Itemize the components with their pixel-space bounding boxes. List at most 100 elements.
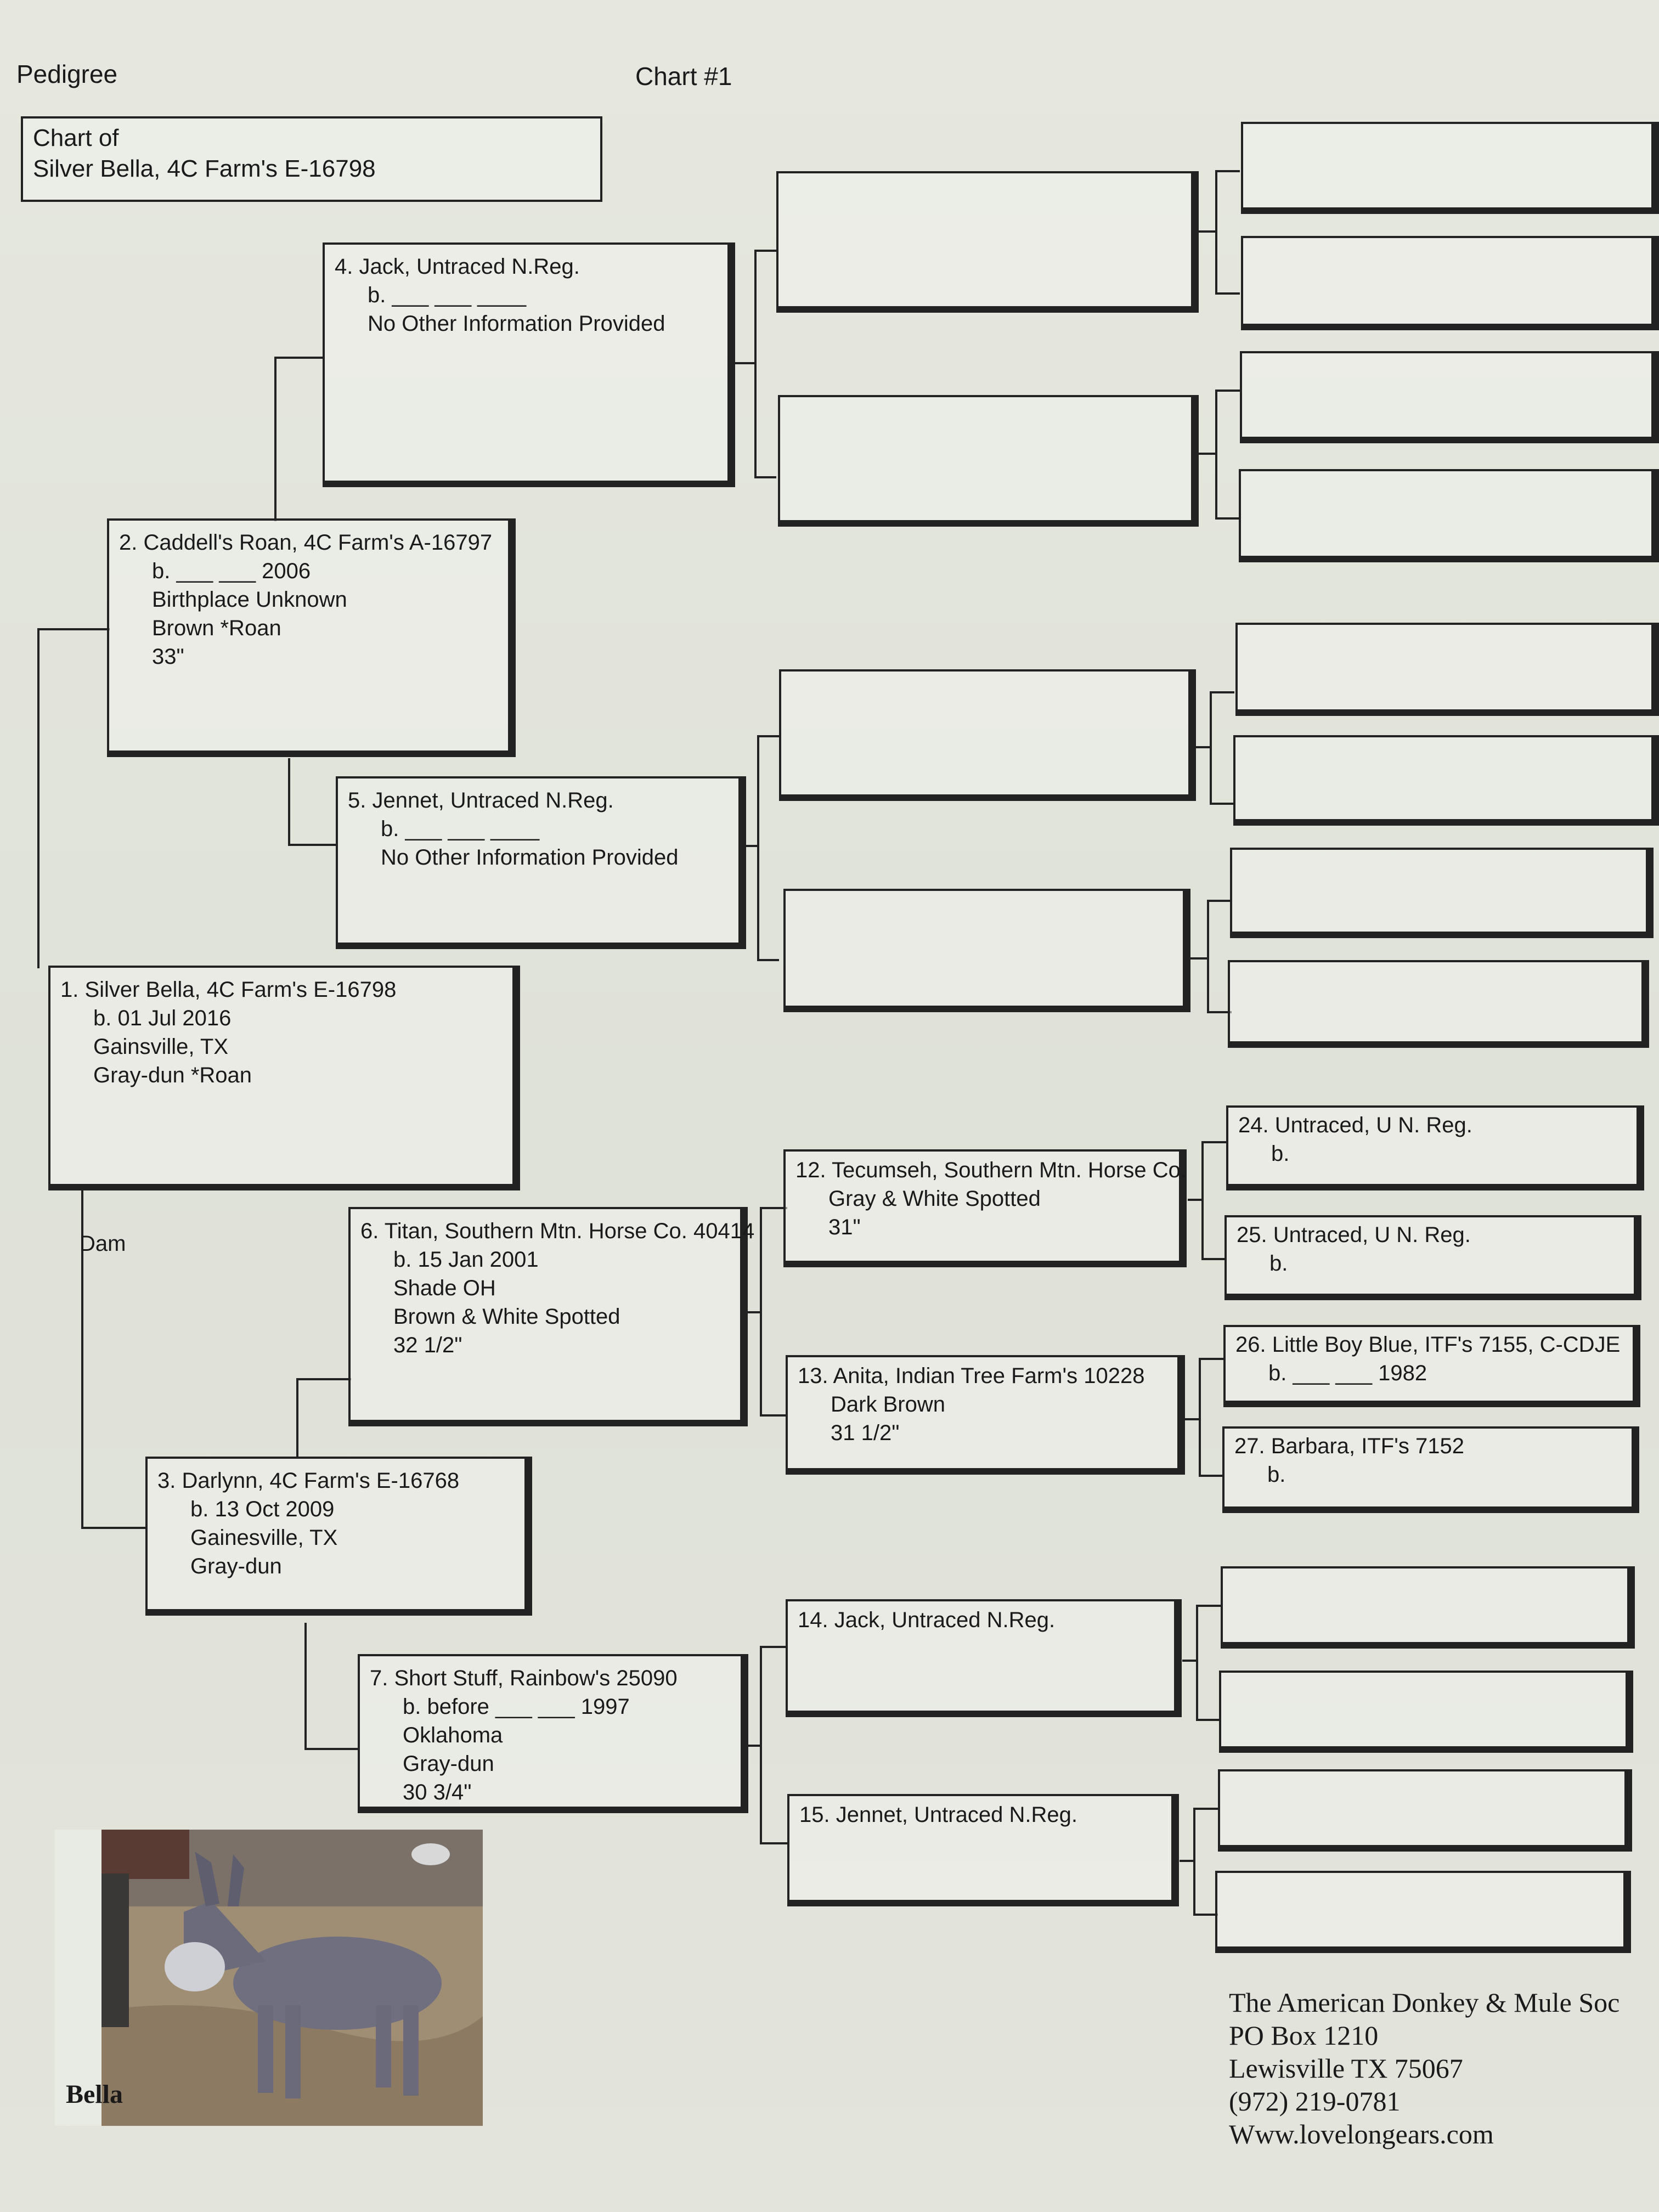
connector bbox=[1199, 1358, 1223, 1360]
donkey-illustration bbox=[101, 1830, 483, 2126]
dam-label: Dam bbox=[80, 1232, 126, 1256]
connector bbox=[1185, 1418, 1199, 1420]
entry-line: b. bbox=[1269, 1251, 1288, 1276]
connector bbox=[81, 1188, 83, 1528]
entry-line: b. before ___ ___ 1997 bbox=[403, 1695, 630, 1719]
chart-of-subject: Silver Bella, 4C Farm's E-16798 bbox=[33, 155, 376, 182]
chart-of-label: Chart of bbox=[33, 125, 119, 151]
pedigree-entry-1: 1. Silver Bella, 4C Farm's E-16798 b. 01… bbox=[48, 966, 520, 1190]
connector bbox=[757, 735, 779, 737]
pedigree-entry-29 bbox=[1219, 1671, 1633, 1753]
connector bbox=[37, 628, 40, 968]
connector bbox=[296, 1378, 298, 1458]
entry-line: Oklahoma bbox=[403, 1723, 503, 1747]
address-phone: (972) 219-0781 bbox=[1229, 2086, 1401, 2117]
connector bbox=[1193, 1808, 1195, 1915]
connector bbox=[1199, 1358, 1201, 1476]
connector bbox=[1215, 390, 1240, 392]
pedigree-entry-24: 24. Untraced, U N. Reg. b. bbox=[1226, 1105, 1644, 1190]
connector bbox=[1188, 1199, 1201, 1201]
connector bbox=[760, 1646, 787, 1648]
entry-line: b. bbox=[1271, 1142, 1290, 1166]
entry-name: 26. Little Boy Blue, ITF's 7155, C-CDJE bbox=[1235, 1333, 1621, 1357]
pedigree-entry-3: 3. Darlynn, 4C Farm's E-16768 b. 13 Oct … bbox=[145, 1457, 532, 1616]
connector bbox=[754, 250, 776, 252]
entry-name: 6. Titan, Southern Mtn. Horse Co. 40414 bbox=[360, 1219, 755, 1243]
connector bbox=[1210, 803, 1234, 805]
entry-line: b. ___ ___ ____ bbox=[368, 283, 527, 307]
pedigree-entry-11 bbox=[783, 889, 1190, 1012]
connector bbox=[757, 735, 759, 960]
connector bbox=[296, 1378, 351, 1380]
connector bbox=[1196, 1719, 1221, 1721]
connector bbox=[741, 1311, 760, 1313]
entry-line: 31" bbox=[828, 1215, 861, 1239]
entry-line: 32 1/2" bbox=[393, 1333, 462, 1357]
pedigree-entry-28 bbox=[1221, 1566, 1635, 1649]
entry-name: 1. Silver Bella, 4C Farm's E-16798 bbox=[60, 978, 397, 1002]
connector bbox=[741, 845, 757, 847]
entry-name: 12. Tecumseh, Southern Mtn. Horse Co. bbox=[795, 1158, 1187, 1182]
connector bbox=[274, 357, 276, 521]
entry-name: 3. Darlynn, 4C Farm's E-16768 bbox=[157, 1469, 460, 1493]
pedigree-entry-27: 27. Barbara, ITF's 7152 b. bbox=[1222, 1426, 1639, 1513]
entry-name: 27. Barbara, ITF's 7152 bbox=[1234, 1434, 1464, 1458]
entry-line: b. 13 Oct 2009 bbox=[190, 1497, 335, 1521]
entry-line: 31 1/2" bbox=[831, 1421, 900, 1445]
entry-line: 30 3/4" bbox=[403, 1780, 472, 1804]
connector bbox=[743, 1745, 760, 1747]
entry-line: b. 01 Jul 2016 bbox=[93, 1006, 232, 1030]
connector bbox=[1193, 1914, 1218, 1916]
connector bbox=[1215, 170, 1240, 172]
address-city: Lewisville TX 75067 bbox=[1229, 2053, 1463, 2084]
pedigree-entry-5: 5. Jennet, Untraced N.Reg. b. ___ ___ __… bbox=[336, 776, 746, 949]
connector bbox=[1193, 1808, 1218, 1810]
pedigree-heading: Pedigree bbox=[16, 60, 118, 88]
connector bbox=[760, 1646, 762, 1843]
entry-name: 25. Untraced, U N. Reg. bbox=[1237, 1223, 1471, 1247]
entry-line: Gray-dun bbox=[190, 1554, 282, 1578]
entry-line: Gray & White Spotted bbox=[828, 1187, 1041, 1211]
connector bbox=[288, 758, 290, 845]
connector bbox=[304, 1748, 359, 1750]
pedigree-entry-8 bbox=[776, 171, 1199, 313]
pedigree-entry-6: 6. Titan, Southern Mtn. Horse Co. 40414 … bbox=[348, 1207, 755, 1426]
entry-line: No Other Information Provided bbox=[381, 845, 679, 870]
photo-caption: Bella bbox=[66, 2080, 123, 2109]
pedigree-entry-20 bbox=[1235, 623, 1659, 716]
donkey-photo: Bella bbox=[55, 1830, 483, 2126]
connector bbox=[1207, 900, 1232, 902]
pedigree-entry-4: 4. Jack, Untraced N.Reg. b. ___ ___ ____… bbox=[323, 242, 735, 487]
pedigree-entry-25: 25. Untraced, U N. Reg. b. bbox=[1224, 1215, 1641, 1300]
entry-line: b. ___ ___ 2006 bbox=[152, 559, 311, 583]
connector bbox=[1210, 691, 1212, 804]
connector bbox=[754, 250, 757, 477]
connector bbox=[1199, 453, 1215, 455]
connector bbox=[760, 1842, 787, 1844]
pedigree-entry-10 bbox=[779, 669, 1196, 801]
connector bbox=[1201, 1141, 1204, 1259]
connector bbox=[1199, 230, 1215, 233]
chart-number: Chart #1 bbox=[635, 62, 732, 91]
connector bbox=[288, 844, 337, 846]
entry-line: b. 15 Jan 2001 bbox=[393, 1248, 539, 1272]
connector bbox=[274, 357, 324, 359]
pedigree-entry-21 bbox=[1233, 735, 1659, 826]
entry-line: b. bbox=[1267, 1463, 1286, 1487]
entry-line: Gray-dun bbox=[403, 1752, 494, 1776]
connector bbox=[735, 362, 754, 364]
connector bbox=[81, 1527, 147, 1529]
pedigree-entry-16 bbox=[1241, 122, 1659, 214]
connector bbox=[1196, 746, 1210, 748]
pedigree-entry-31 bbox=[1215, 1871, 1631, 1953]
entry-line: Gainsville, TX bbox=[93, 1035, 229, 1059]
donkey-image bbox=[101, 1830, 483, 2126]
pedigree-entry-18 bbox=[1240, 351, 1659, 443]
entry-line: Gray-dun *Roan bbox=[93, 1063, 252, 1087]
connector bbox=[37, 628, 110, 630]
pedigree-entry-15: 15. Jennet, Untraced N.Reg. bbox=[787, 1794, 1179, 1906]
entry-name: 4. Jack, Untraced N.Reg. bbox=[335, 255, 580, 279]
connector bbox=[1210, 691, 1234, 693]
entry-name: 14. Jack, Untraced N.Reg. bbox=[798, 1608, 1056, 1632]
entry-name: 2. Caddell's Roan, 4C Farm's A-16797 bbox=[119, 531, 493, 555]
